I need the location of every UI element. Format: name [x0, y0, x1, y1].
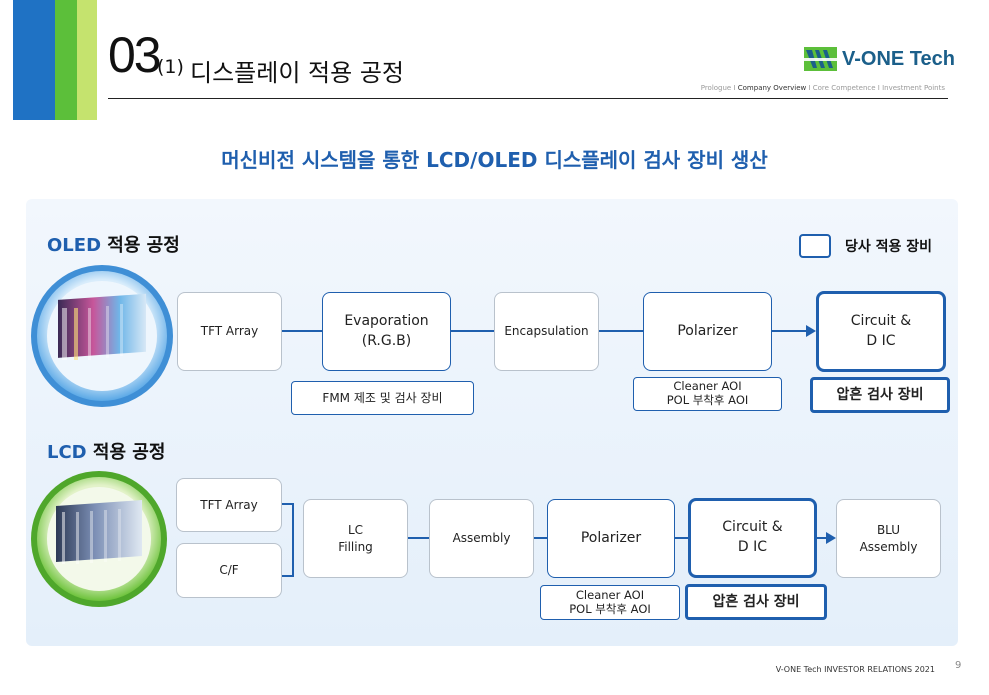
lcd-display-illustration — [31, 471, 167, 607]
breadcrumb-separator: I — [731, 84, 738, 92]
oled-connector — [599, 330, 643, 332]
lcd-bracket — [282, 575, 294, 577]
logo-text: V-ONE Tech — [842, 47, 955, 70]
lcd-step-lc-filling: LC Filling — [303, 499, 408, 578]
oled-label-rest: 적용 공정 — [101, 235, 180, 256]
oled-step-tft-array: TFT Array — [177, 292, 282, 371]
company-logo: V-ONE Tech — [804, 47, 955, 71]
oled-step-encapsulation: Encapsulation — [494, 292, 599, 371]
oled-section-label: OLED 적용 공정 — [47, 231, 180, 257]
breadcrumb-prologue[interactable]: Prologue — [700, 84, 732, 92]
v-one-logo-icon — [804, 47, 837, 71]
lcd-bracket — [292, 503, 294, 577]
lcd-note-aoi: Cleaner AOI POL 부착후 AOI — [540, 585, 680, 620]
oled-display-illustration — [31, 265, 173, 407]
lcd-step-polarizer: Polarizer — [547, 499, 675, 578]
legend: 당사 적용 장비 — [799, 234, 932, 258]
breadcrumb-company-overview[interactable]: Company Overview — [737, 84, 807, 92]
breadcrumb: Prologue I Company Overview I Core Compe… — [701, 84, 945, 92]
legend-swatch — [799, 234, 831, 258]
lcd-step-cf: C/F — [176, 543, 282, 598]
lcd-label-rest: 적용 공정 — [86, 442, 166, 463]
footer-text: V-ONE Tech INVESTOR RELATIONS 2021 — [775, 665, 935, 674]
arrow-right-icon — [806, 325, 816, 337]
header-stripe-blue — [13, 0, 55, 120]
oled-connector — [451, 330, 494, 332]
headline: 머신비전 시스템을 통한 LCD/OLED 디스플레이 검사 장비 생산 — [221, 148, 768, 172]
title-divider — [108, 98, 948, 99]
breadcrumb-separator: I — [806, 84, 813, 92]
oled-note-pressure-inspection: 압흔 검사 장비 — [810, 377, 950, 413]
oled-connector — [282, 330, 322, 332]
lcd-connector — [817, 537, 826, 539]
lcd-label-accent: LCD — [47, 442, 87, 463]
page-number: 9 — [955, 660, 962, 671]
lcd-note-pressure-inspection: 압흔 검사 장비 — [685, 584, 827, 620]
lcd-step-circuit-dic: Circuit & D IC — [688, 498, 817, 578]
arrow-right-icon — [826, 532, 836, 544]
page-title: 디스플레이 적용 공정 — [190, 59, 404, 87]
oled-note-fmm: FMM 제조 및 검사 장비 — [291, 381, 474, 415]
header-stripe-lime — [77, 0, 97, 120]
oled-connector — [772, 330, 806, 332]
lcd-connector — [675, 537, 688, 539]
lcd-connector — [408, 537, 429, 539]
lcd-step-assembly: Assembly — [429, 499, 534, 578]
oled-step-polarizer: Polarizer — [643, 292, 772, 371]
breadcrumb-investment-points[interactable]: Investment Points — [882, 84, 945, 92]
section-subnumber: (1) — [157, 56, 184, 78]
breadcrumb-separator: I — [875, 84, 883, 92]
lcd-section-label: LCD 적용 공정 — [47, 438, 165, 464]
oled-label-accent: OLED — [47, 235, 102, 256]
lcd-step-blu-assembly: BLU Assembly — [836, 499, 941, 578]
lcd-connector — [534, 537, 547, 539]
lcd-bracket — [282, 503, 294, 505]
oled-step-evaporation: Evaporation (R.G.B) — [322, 292, 451, 371]
lcd-step-tft-array: TFT Array — [176, 478, 282, 532]
header-stripe-green — [55, 0, 77, 120]
legend-label: 당사 적용 장비 — [845, 239, 933, 255]
section-number: 03 — [108, 27, 162, 83]
breadcrumb-core-competence[interactable]: Core Competence — [812, 84, 876, 92]
oled-step-circuit-dic: Circuit & D IC — [816, 291, 946, 372]
oled-note-aoi: Cleaner AOI POL 부착후 AOI — [633, 377, 782, 411]
